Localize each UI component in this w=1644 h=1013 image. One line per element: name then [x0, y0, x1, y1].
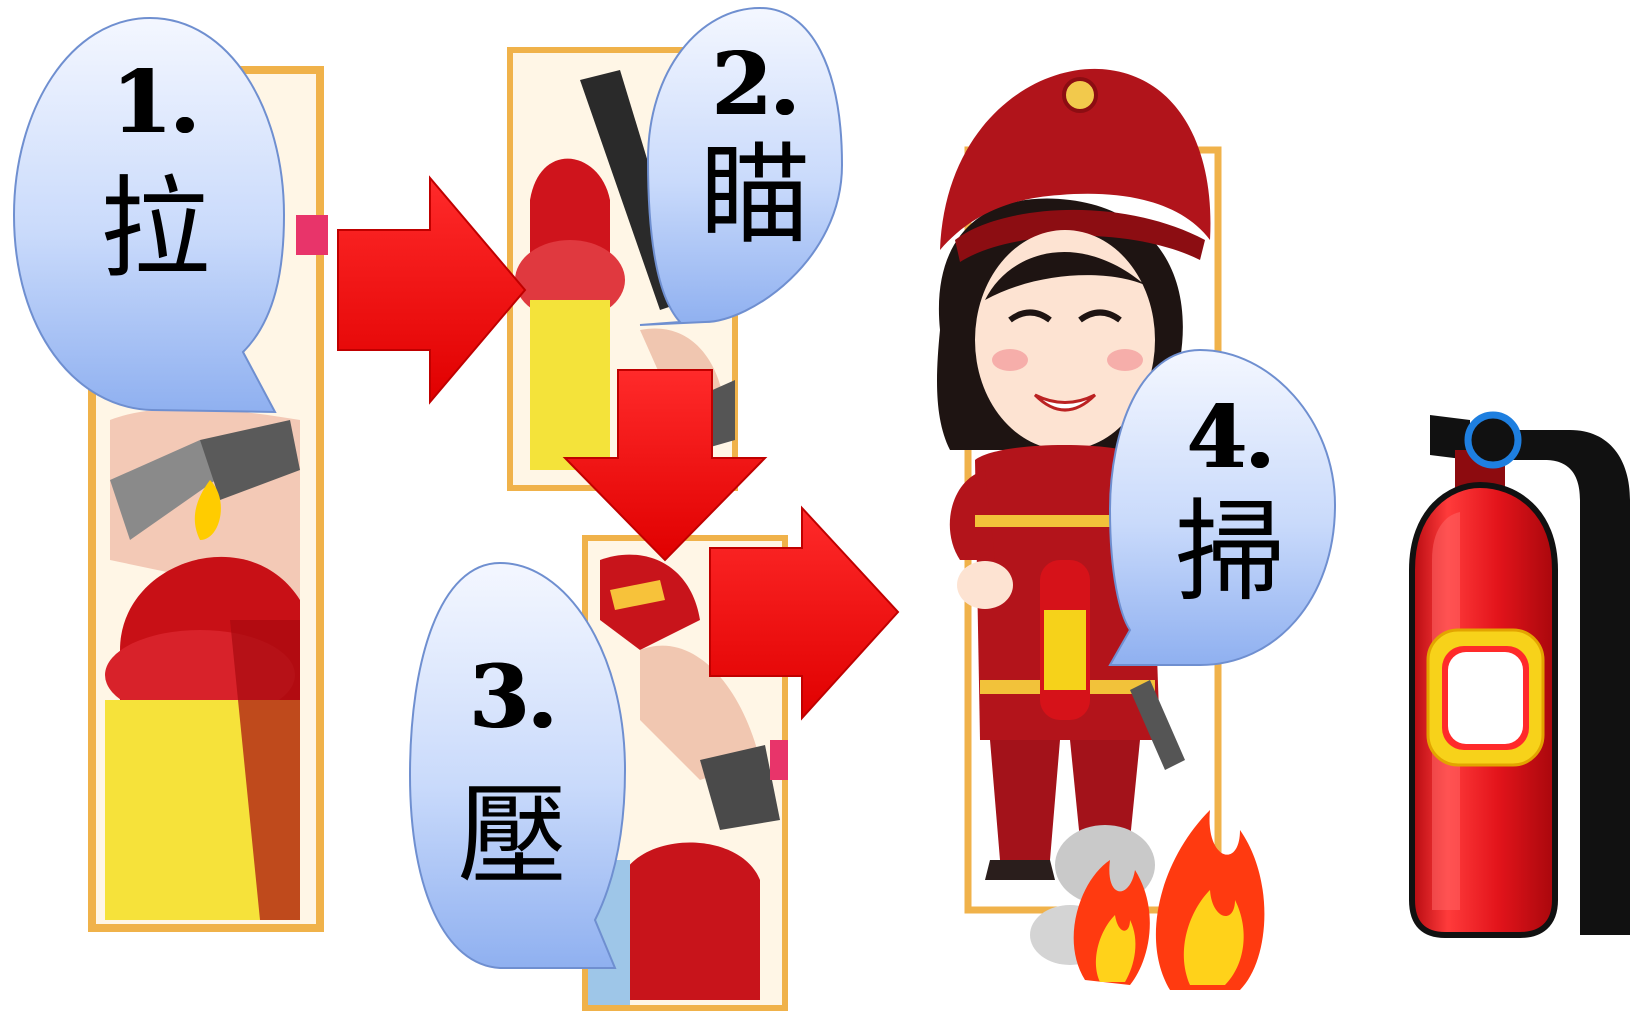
arrow-step1-to-step2: [337, 175, 527, 405]
step-4-character: 掃: [1175, 488, 1285, 616]
step-1-label: 1. 拉: [55, 52, 255, 293]
bubble-step-3: [408, 561, 627, 969]
step-1-character: 拉: [100, 165, 210, 293]
step-2-label: 2. 瞄: [660, 34, 850, 259]
step-3-label: 3. 壓: [420, 647, 605, 900]
arrow-step2-to-step3: [562, 369, 768, 562]
step-2-character: 瞄: [700, 131, 810, 259]
bubble-step-1: [12, 16, 286, 414]
step-2-number: 2.: [712, 34, 800, 135]
panel-press-illustration: [582, 535, 788, 1011]
fire-extinguisher-icon: [1409, 411, 1630, 938]
fire-flames-illustration: [1030, 810, 1265, 990]
bubble-step-2: [639, 6, 844, 326]
step-3-number: 3.: [469, 647, 558, 748]
step-1-number: 1.: [112, 52, 200, 153]
arrow-step3-to-step4: [709, 505, 900, 721]
step-4-label: 4. 掃: [1130, 387, 1330, 616]
bubble-step-4: [1108, 348, 1337, 666]
step-4-number: 4.: [1187, 387, 1275, 488]
step-3-character: 壓: [457, 772, 568, 900]
